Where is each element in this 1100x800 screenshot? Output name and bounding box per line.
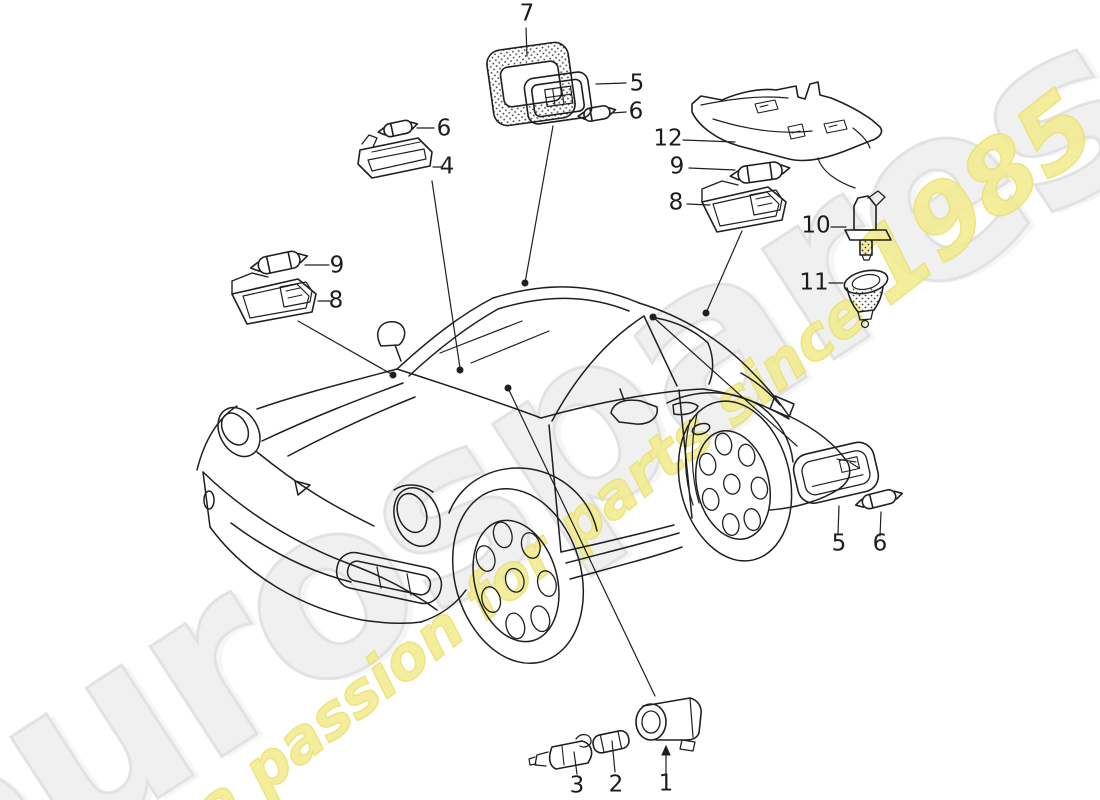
callout-9-left: 9	[329, 252, 345, 279]
callout-5-top: 5	[629, 70, 645, 97]
part-6-festoon-bulb-top-drawing	[577, 104, 617, 123]
callout-5-right: 5	[831, 530, 847, 557]
part-9-festoon-bulb-right-drawing	[729, 161, 791, 184]
part-6-festoon-bulb-left-drawing	[377, 119, 419, 138]
part-8-lamp-bracket-right-drawing	[701, 180, 787, 233]
part-10-door-contact-switch-drawing	[844, 190, 892, 261]
part-11-bulb-socket-drawing	[843, 269, 889, 329]
callout-6-right: 6	[872, 530, 888, 557]
callout-11: 11	[799, 269, 829, 296]
callout-6-top: 6	[628, 98, 644, 125]
part-7-gasket-drawing	[486, 41, 576, 127]
callout-7: 7	[519, 0, 535, 27]
part-12-foam-molding-drawing	[691, 81, 883, 162]
part-9-festoon-bulb-left-drawing	[249, 250, 309, 275]
part-6-festoon-bulb-right-drawing	[854, 489, 904, 510]
part-2-bulb-drawing	[592, 729, 630, 754]
callout-3: 3	[569, 772, 585, 799]
callout-2: 2	[608, 771, 624, 798]
callout-1: 1	[658, 770, 674, 797]
callout-12: 12	[653, 125, 683, 152]
part-1-lamp-housing-drawing	[635, 697, 702, 752]
part-4-lamp-housing-drawing	[357, 134, 433, 179]
callout-6-left: 6	[436, 115, 452, 142]
part-3-bulb-socket-drawing	[528, 733, 593, 770]
part-5-lamp-right-drawing	[792, 441, 880, 504]
callout-4: 4	[439, 153, 455, 180]
part-8-lamp-bracket-left-drawing	[231, 272, 317, 325]
callout-10: 10	[801, 212, 831, 239]
car-illustration	[196, 286, 851, 665]
location-dots	[389, 279, 710, 392]
callout-8-left: 8	[328, 287, 344, 314]
callout-9-right: 9	[669, 153, 685, 180]
leader-lines	[297, 27, 882, 776]
part-5-dome-lens-drawing	[523, 71, 593, 125]
callout-8-right: 8	[668, 189, 684, 216]
